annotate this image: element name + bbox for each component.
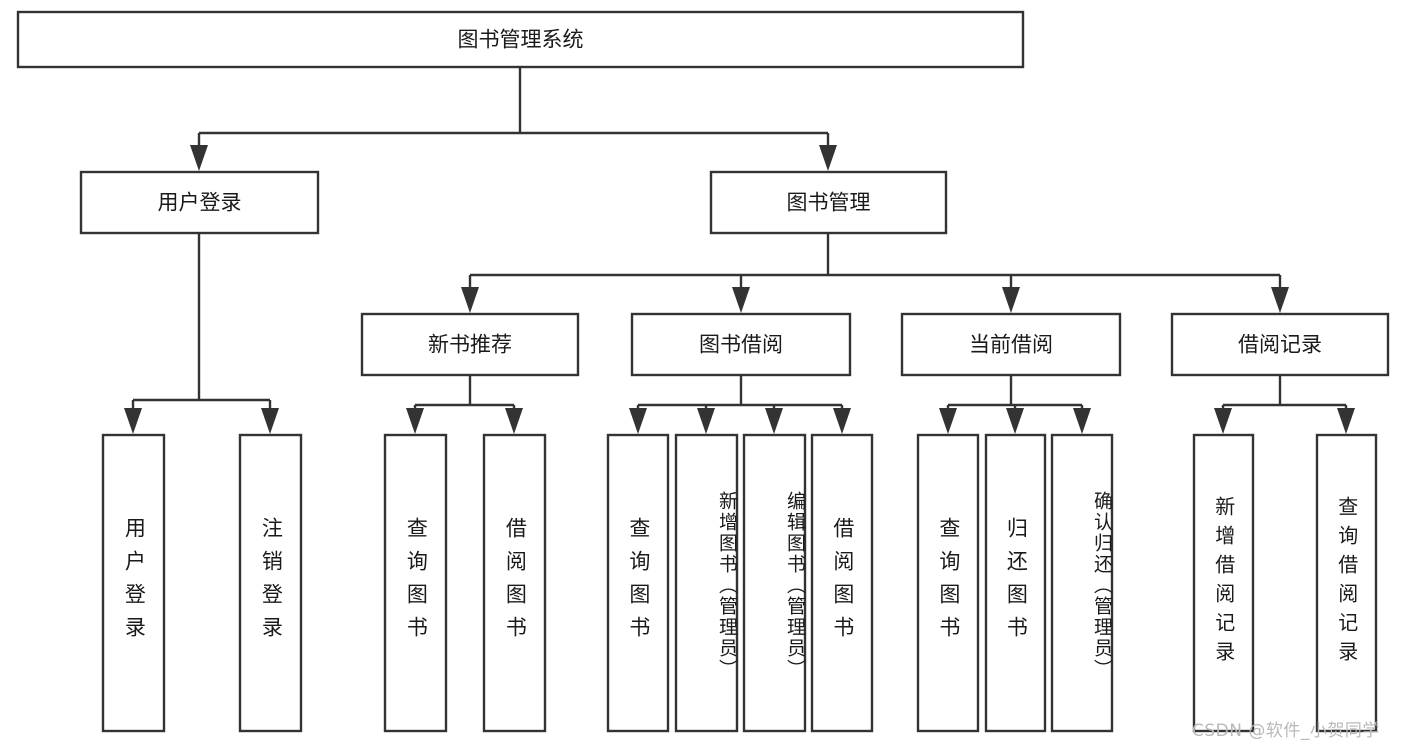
connector-book-borrow xyxy=(629,375,851,434)
node-box-user-login xyxy=(79,170,320,235)
arrow-head-icon xyxy=(732,287,750,313)
node-box-leaf-user-login xyxy=(101,433,166,733)
arrow-head-icon xyxy=(1271,287,1289,313)
node-box-leaf-query-book-3 xyxy=(916,433,980,733)
connector-user-login xyxy=(124,233,279,434)
connector-new-book-rec xyxy=(406,375,523,434)
node-boxes-layer xyxy=(16,10,1390,733)
arrow-head-icon xyxy=(939,408,957,434)
node-box-borrow-record xyxy=(1170,312,1390,377)
arrow-head-icon xyxy=(819,145,837,171)
node-box-leaf-confirm-return-admin xyxy=(1050,433,1114,733)
node-label-root: 图书管理系统 xyxy=(458,28,584,52)
arrow-head-icon xyxy=(505,408,523,434)
arrow-head-icon xyxy=(1073,408,1091,434)
connector-root xyxy=(190,67,837,171)
arrow-head-icon xyxy=(124,408,142,434)
connector-book-manage xyxy=(461,233,1289,313)
node-label-new-book-rec: 新书推荐 xyxy=(428,333,512,357)
arrow-head-icon xyxy=(190,145,208,171)
node-box-new-book-rec xyxy=(360,312,580,377)
csdn-watermark: CSDN @软件_小贺同学 xyxy=(1192,721,1380,741)
connector-borrow-record xyxy=(1214,375,1355,434)
node-label-book-manage: 图书管理 xyxy=(787,191,871,215)
node-box-leaf-query-book-1 xyxy=(383,433,448,733)
arrow-head-icon xyxy=(1337,408,1355,434)
arrow-head-icon xyxy=(629,408,647,434)
node-box-leaf-borrow-book-2 xyxy=(810,433,874,733)
arrow-head-icon xyxy=(261,408,279,434)
node-box-leaf-borrow-book-1 xyxy=(482,433,547,733)
arrow-head-icon xyxy=(1002,287,1020,313)
node-label-user-login: 用户登录 xyxy=(158,191,242,215)
node-box-leaf-add-borrow-record xyxy=(1192,433,1255,733)
node-box-leaf-return-book xyxy=(984,433,1047,733)
node-label-current-borrow: 当前借阅 xyxy=(969,333,1053,357)
arrow-head-icon xyxy=(406,408,424,434)
node-box-leaf-logout-login xyxy=(238,433,303,733)
connector-current-borrow xyxy=(939,375,1091,434)
node-box-root xyxy=(16,10,1025,69)
connectors-layer xyxy=(124,67,1355,434)
node-box-leaf-add-book-admin xyxy=(674,433,739,733)
node-label-borrow-record: 借阅记录 xyxy=(1238,333,1322,357)
node-box-current-borrow xyxy=(900,312,1122,377)
node-box-book-borrow xyxy=(630,312,852,377)
arrow-head-icon xyxy=(833,408,851,434)
node-box-leaf-query-book-2 xyxy=(606,433,670,733)
node-box-leaf-query-borrow-record xyxy=(1315,433,1378,733)
arrow-head-icon xyxy=(461,287,479,313)
arrow-head-icon xyxy=(697,408,715,434)
node-box-leaf-edit-book-admin xyxy=(742,433,807,733)
arrow-head-icon xyxy=(765,408,783,434)
arrow-head-icon xyxy=(1006,408,1024,434)
node-box-book-manage xyxy=(709,170,948,235)
arrow-head-icon xyxy=(1214,408,1232,434)
node-label-book-borrow: 图书借阅 xyxy=(699,333,783,357)
